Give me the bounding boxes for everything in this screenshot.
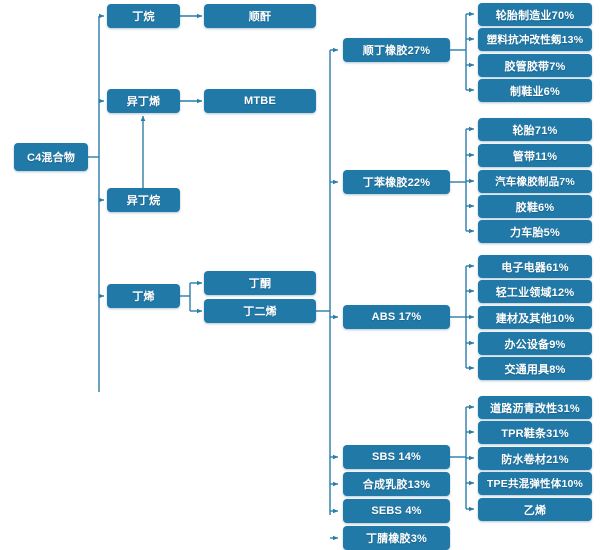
node-product-sbs[interactable]: SBS 14% [343,445,450,469]
node-isobutene[interactable]: 异丁烯 [107,89,180,113]
node-use-abs-1[interactable]: 轻工业领域12% [478,280,592,303]
node-mek[interactable]: 丁酮 [204,271,316,295]
node-butene[interactable]: 丁烯 [107,284,180,308]
node-use-sbs-2[interactable]: 防水卷材21% [478,447,592,470]
node-use-abs-0[interactable]: 电子电器61% [478,255,592,278]
node-use-sbr-0[interactable]: 轮胎71% [478,118,592,141]
node-mtbe[interactable]: MTBE [204,89,316,113]
node-use-abs-3[interactable]: 办公设备9% [478,332,592,355]
node-maleic-anhydride[interactable]: 顺酐 [204,4,316,28]
node-use-sbs-3[interactable]: TPE共混弹性体10% [478,472,592,495]
node-use-abs-4[interactable]: 交通用具8% [478,357,592,380]
node-product-sebs[interactable]: SEBS 4% [343,499,450,523]
node-use-sbs-4[interactable]: 乙烯 [478,498,592,521]
node-use-br-2[interactable]: 胶管胶带7% [478,54,592,77]
node-use-br-0[interactable]: 轮胎制造业70% [478,3,592,26]
node-product-nbr[interactable]: 丁腈橡胶3% [343,526,450,550]
node-use-abs-2[interactable]: 建材及其他10% [478,306,592,329]
node-use-sbr-4[interactable]: 力车胎5% [478,220,592,243]
node-product-latex[interactable]: 合成乳胶13% [343,472,450,496]
node-butane[interactable]: 丁烷 [107,4,180,28]
node-use-sbr-3[interactable]: 胶鞋6% [478,195,592,218]
node-use-sbr-2[interactable]: 汽车橡胶制品7% [478,170,592,193]
node-isobutane[interactable]: 异丁烷 [107,188,180,212]
node-product-br[interactable]: 顺丁橡胶27% [343,38,450,62]
node-use-sbs-0[interactable]: 道路沥青改性31% [478,396,592,419]
node-butadiene[interactable]: 丁二烯 [204,299,316,323]
node-use-sbr-1[interactable]: 管带11% [478,144,592,167]
node-use-br-3[interactable]: 制鞋业6% [478,79,592,102]
node-use-sbs-1[interactable]: TPR鞋条31% [478,421,592,444]
node-use-br-1[interactable]: 塑料抗冲改性剱13% [478,28,592,51]
node-product-abs[interactable]: ABS 17% [343,305,450,329]
node-c4-mixture[interactable]: C4混合物 [14,143,88,171]
node-product-sbr[interactable]: 丁苯橡胶22% [343,170,450,194]
